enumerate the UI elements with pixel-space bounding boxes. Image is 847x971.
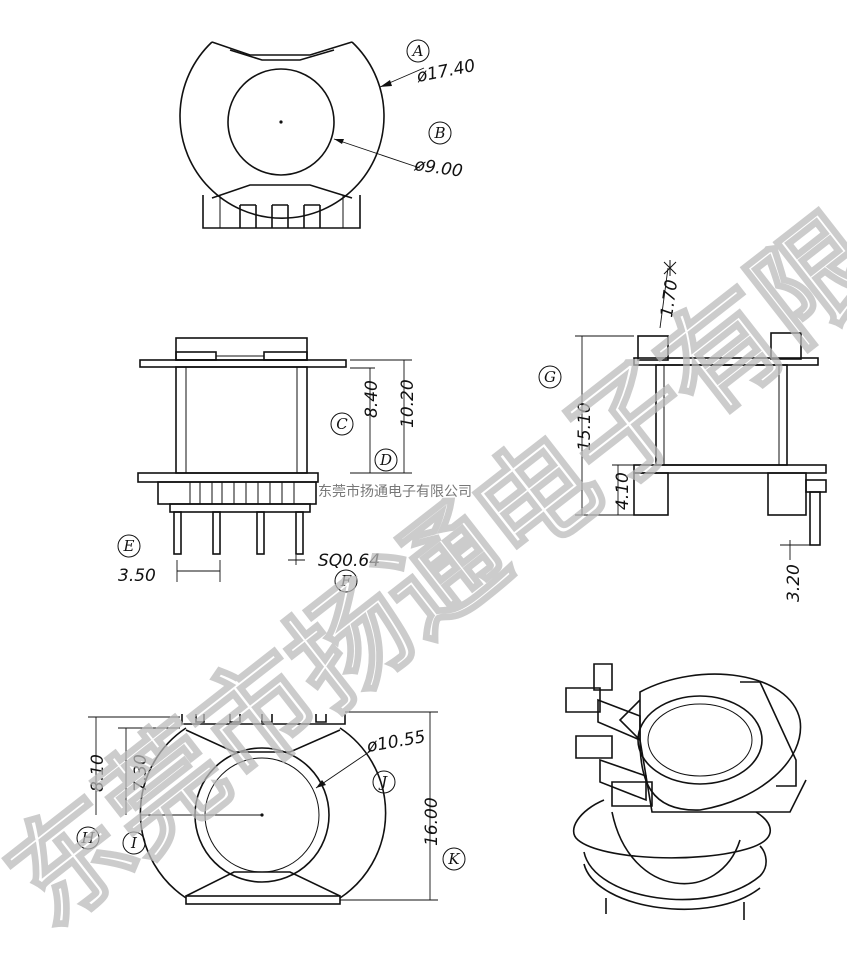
i-height-label: 7.30 bbox=[131, 754, 151, 792]
front-view bbox=[137, 337, 412, 582]
svg-text:K: K bbox=[447, 850, 460, 868]
watermark-small: 东莞市扬通电子有限公司 bbox=[318, 483, 472, 500]
pin-pitch-label: 3.50 bbox=[118, 566, 156, 586]
svg-text:H: H bbox=[80, 829, 95, 847]
callout-f: F bbox=[334, 569, 358, 593]
svg-text:G: G bbox=[544, 368, 556, 386]
j-diameter-label: ø10.55 bbox=[364, 727, 427, 757]
svg-text:A: A bbox=[411, 42, 424, 60]
inner-diameter-label: ø9.00 bbox=[412, 155, 464, 182]
svg-text:B: B bbox=[433, 124, 445, 142]
side-view bbox=[575, 260, 827, 560]
top-view bbox=[179, 41, 425, 229]
pin-size-label: SQ0.64 bbox=[318, 551, 380, 571]
k-height-label: 16.00 bbox=[422, 797, 442, 846]
callout-h: H bbox=[76, 826, 100, 850]
callout-a: A bbox=[406, 39, 430, 63]
callout-g: G bbox=[538, 365, 562, 389]
callout-i: I bbox=[122, 831, 146, 855]
isometric-view bbox=[565, 663, 807, 920]
callout-d: D bbox=[374, 448, 398, 472]
callout-e: E bbox=[117, 534, 141, 558]
pin-offset-label: 3.20 bbox=[784, 564, 804, 602]
callout-k: K bbox=[442, 847, 466, 871]
svg-text:E: E bbox=[123, 537, 135, 555]
callout-j: J bbox=[372, 770, 396, 794]
callout-c: C bbox=[330, 412, 354, 436]
bottom-view bbox=[88, 711, 438, 905]
g-height-label: 15.10 bbox=[575, 402, 595, 451]
svg-text:C: C bbox=[336, 415, 348, 433]
c-height-label: 8.40 bbox=[362, 380, 382, 418]
svg-text:I: I bbox=[130, 834, 138, 852]
lower-height-label: 4.10 bbox=[613, 472, 633, 510]
svg-text:D: D bbox=[379, 451, 392, 469]
svg-text:F: F bbox=[340, 572, 352, 590]
d-height-label: 10.20 bbox=[398, 379, 418, 428]
h-height-label: 8.10 bbox=[88, 754, 108, 792]
svg-text:J: J bbox=[378, 773, 388, 791]
callout-b: B bbox=[428, 121, 452, 145]
